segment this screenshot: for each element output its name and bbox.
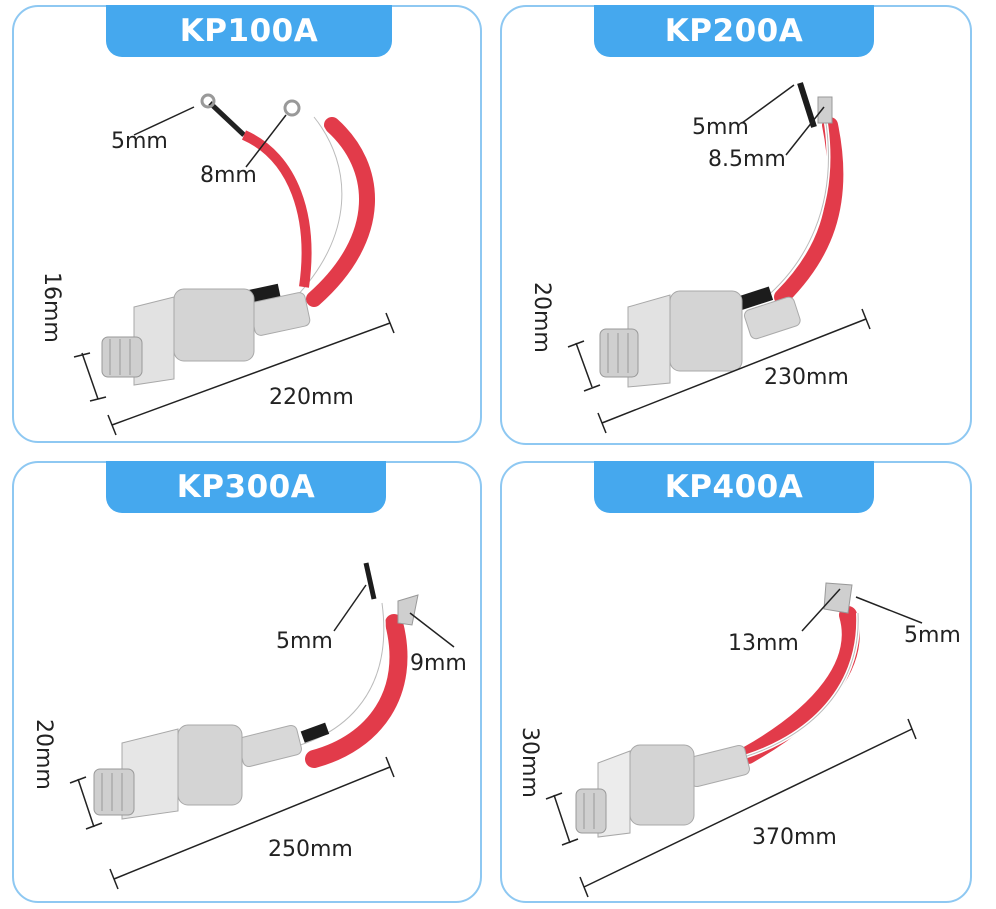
- terminal-a-dimension: 5mm: [692, 115, 749, 140]
- product-panel-kp400a: KP400A 13mm 5mm 30mm 370mm: [500, 461, 972, 903]
- length-dimension: 250mm: [268, 837, 353, 862]
- terminal-b-dimension: 9mm: [410, 651, 467, 676]
- length-dimension: 370mm: [752, 825, 837, 850]
- product-panel-kp300a: KP300A 5mm 9mm 20mm 250mm: [12, 461, 482, 903]
- height-dimension: 20mm: [31, 719, 56, 790]
- panel-title: KP200A: [664, 13, 804, 49]
- panel-title-tab: KP200A: [594, 5, 874, 57]
- terminal-b-dimension: 8.5mm: [708, 147, 786, 172]
- length-dimension: 230mm: [764, 365, 849, 390]
- terminal-a-dimension: 5mm: [111, 129, 168, 154]
- panel-title: KP300A: [176, 469, 316, 505]
- thyristor-illustration: [567, 82, 871, 434]
- panel-title-tab: KP100A: [106, 5, 392, 57]
- terminal-b-dimension: 8mm: [200, 163, 257, 188]
- terminal-b-dimension: 5mm: [904, 623, 961, 648]
- panel-title: KP100A: [179, 13, 319, 49]
- panel-title-tab: KP300A: [106, 461, 386, 513]
- product-panel-kp100a: KP100A 5mm 8mm 16mm 220mm: [12, 5, 482, 443]
- panel-title: KP400A: [664, 469, 804, 505]
- height-dimension: 20mm: [529, 282, 554, 353]
- thyristor-illustration: [73, 93, 395, 436]
- panel-title-tab: KP400A: [594, 461, 874, 513]
- height-dimension: 30mm: [517, 727, 542, 798]
- thyristor-illustration: [69, 562, 455, 890]
- height-dimension: 16mm: [39, 272, 64, 343]
- length-dimension: 220mm: [269, 385, 354, 410]
- terminal-a-dimension: 5mm: [276, 629, 333, 654]
- thyristor-illustration: [545, 582, 923, 898]
- terminal-a-dimension: 13mm: [728, 631, 799, 656]
- product-panel-kp200a: KP200A 5mm 8.5mm 20mm 230mm: [500, 5, 972, 445]
